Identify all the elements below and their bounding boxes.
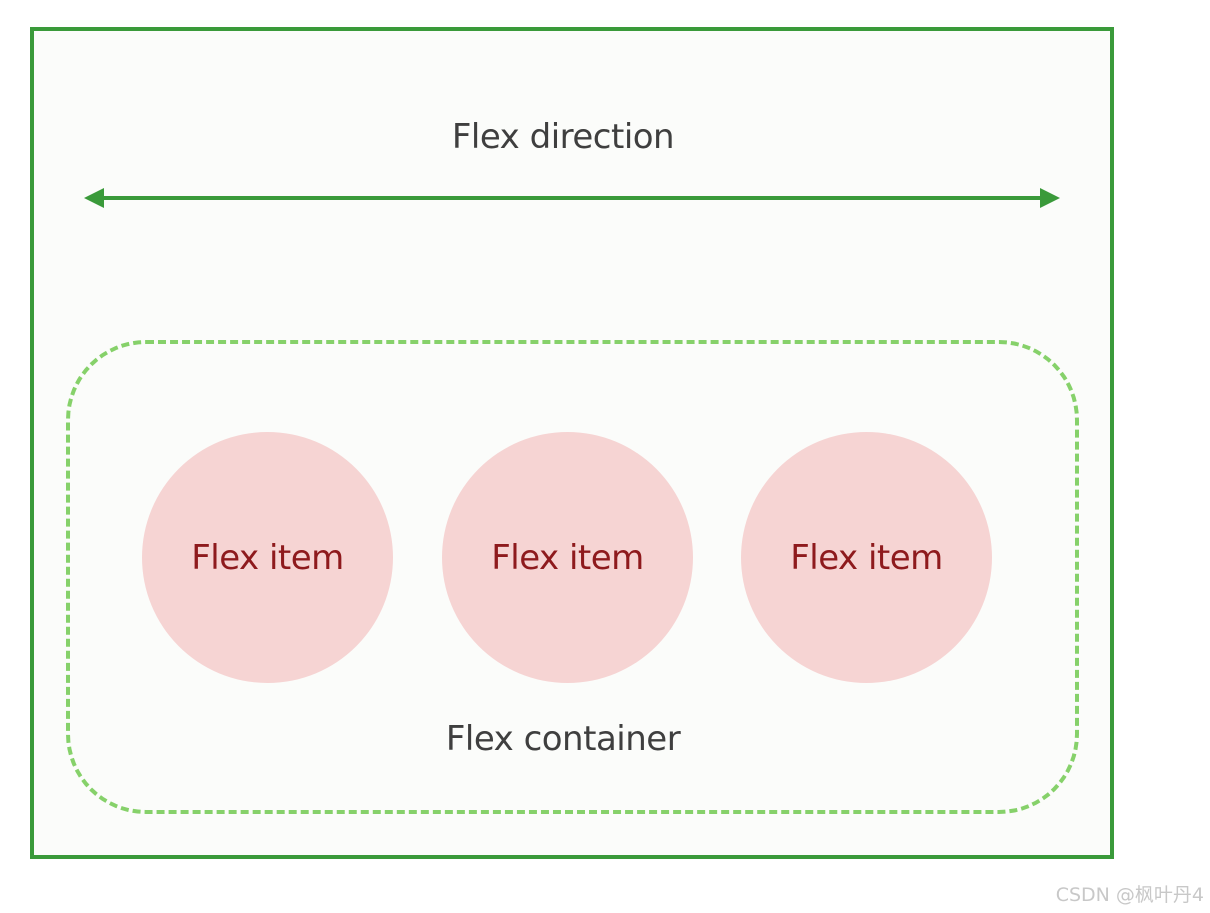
flex-item-label: Flex item [191,537,344,578]
double-headed-arrow-icon [84,188,1060,208]
flex-item-label: Flex item [491,537,644,578]
arrow-head-right [1040,188,1060,208]
watermark: CSDN @枫叶丹4 [1055,884,1204,906]
flex-item-2: Flex item [442,432,693,683]
arrow-head-left [84,188,104,208]
flex-direction-label: Flex direction [451,117,675,157]
flex-container-box [66,340,1079,814]
flex-container-label: Flex container [445,719,681,759]
flex-item-3: Flex item [741,432,992,683]
flex-item-label: Flex item [790,537,943,578]
flex-item-1: Flex item [142,432,393,683]
